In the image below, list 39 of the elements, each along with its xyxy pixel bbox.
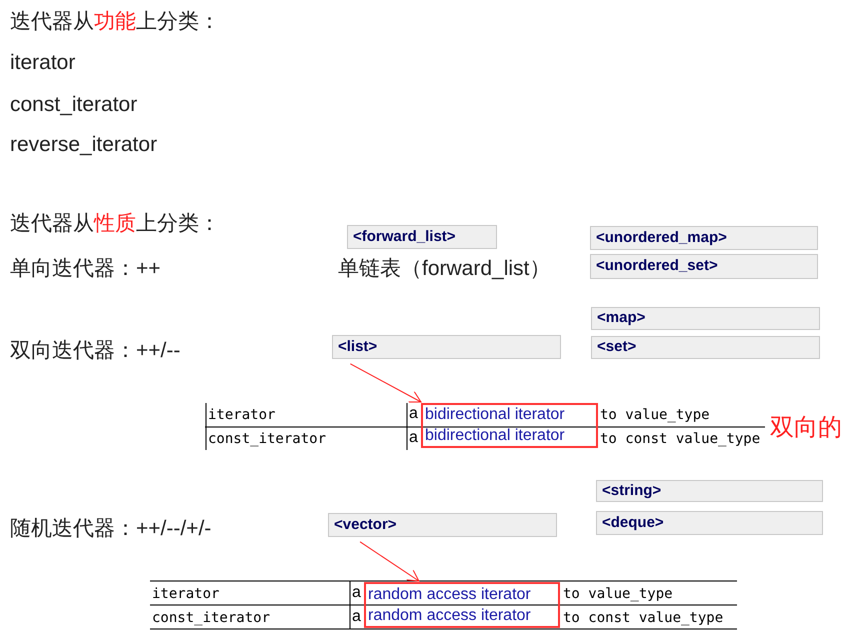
- table-cell-text: a: [352, 608, 361, 626]
- iterator-category-text: random access iterator: [368, 606, 532, 624]
- header-tab: <unordered_map>: [590, 226, 818, 250]
- table-cell-text: iterator: [208, 406, 276, 424]
- table-cell-text: a: [352, 584, 361, 602]
- table-cell-text: const_iterator: [208, 430, 326, 448]
- body-text: 随机迭代器：++/--/+/-: [10, 516, 212, 542]
- table-cell-text: to value_type: [600, 406, 710, 424]
- iterator-category-text: bidirectional iterator: [425, 406, 566, 424]
- iterator-category-text: random access iterator: [368, 586, 532, 604]
- header-tab: <forward_list>: [347, 225, 497, 249]
- table-cell-text: to value_type: [563, 585, 673, 603]
- body-text: iterator: [10, 50, 76, 76]
- annotation-text: 双向的: [770, 414, 842, 442]
- table-cell-text: a: [409, 429, 418, 447]
- iterator-category-text: bidirectional iterator: [425, 426, 566, 445]
- body-text: reverse_iterator: [10, 132, 158, 158]
- arrow: [350, 363, 422, 403]
- header-tab: <list>: [332, 335, 561, 359]
- table-cell-text: a: [409, 405, 418, 423]
- table-cell-text: to const value_type: [563, 609, 724, 627]
- table-cell-text: iterator: [152, 585, 220, 603]
- body-text: 双向迭代器：++/--: [10, 338, 180, 364]
- table-cell-text: to const value_type: [600, 430, 760, 448]
- body-text: 单链表（forward_list）: [338, 256, 550, 282]
- header-tab: <set>: [591, 336, 820, 359]
- header-tab: <string>: [596, 480, 823, 502]
- highlight-frame: [364, 582, 560, 628]
- header-tab: <deque>: [596, 511, 823, 535]
- body-text: 单向迭代器：++: [10, 256, 161, 282]
- header-tab: <map>: [591, 307, 820, 330]
- arrow: [360, 541, 420, 582]
- header-tab: <unordered_set>: [590, 254, 818, 279]
- body-text: const_iterator: [10, 92, 138, 118]
- highlight-frame: [421, 403, 598, 448]
- table-cell-text: const_iterator: [152, 609, 270, 627]
- section-heading: 迭代器从功能上分类：: [10, 9, 220, 35]
- section-heading: 迭代器从性质上分类：: [10, 211, 220, 237]
- header-tab: <vector>: [328, 513, 557, 537]
